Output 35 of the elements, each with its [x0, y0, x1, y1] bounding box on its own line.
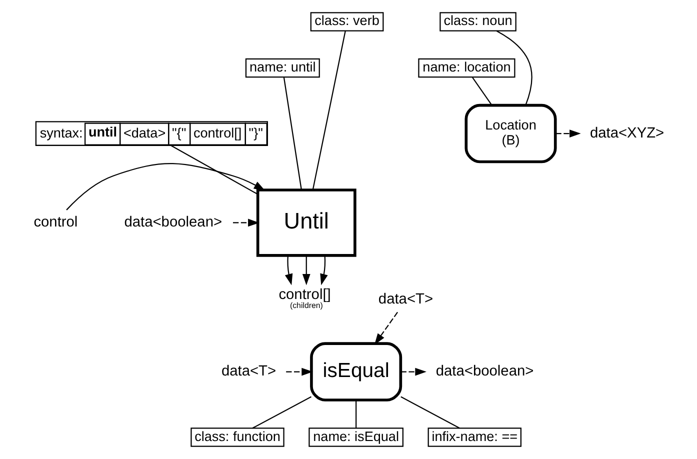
node-text: data<boolean> [124, 214, 222, 231]
arrow [286, 368, 312, 376]
connector [312, 30, 346, 190]
arrow [232, 218, 259, 227]
arrow [374, 312, 398, 345]
arrow [320, 256, 328, 286]
node-box: name: location [418, 58, 515, 78]
node-box: name: isEqual [308, 428, 403, 447]
node-box: Until [256, 188, 356, 257]
node-box: class: noun [439, 12, 516, 32]
node-box: name: until [244, 58, 320, 78]
connector [170, 145, 258, 195]
node-box: infix-name: == [427, 428, 521, 447]
connector [472, 77, 492, 106]
node-label: (children) [290, 301, 322, 310]
node-box: Location (B) [464, 104, 556, 164]
connector [355, 400, 356, 428]
arrow [555, 130, 580, 138]
node-text: data<XYZ> [589, 125, 664, 142]
node-box: class: verb [310, 12, 384, 32]
connector [252, 396, 311, 429]
node-text: control [33, 214, 78, 231]
node-text: control[] [278, 286, 330, 303]
node-text: data<boolean> [435, 364, 534, 380]
connector [496, 30, 532, 106]
node-text: data<T> [378, 291, 433, 308]
node-box: isEqual [310, 342, 402, 402]
arrow [302, 256, 310, 286]
node-text: data<T> [220, 364, 276, 380]
connector [282, 77, 302, 190]
node-box: class: function [190, 428, 284, 447]
connector [400, 396, 460, 429]
arrow [66, 163, 265, 210]
arrow [400, 368, 426, 376]
arrow [284, 256, 292, 286]
